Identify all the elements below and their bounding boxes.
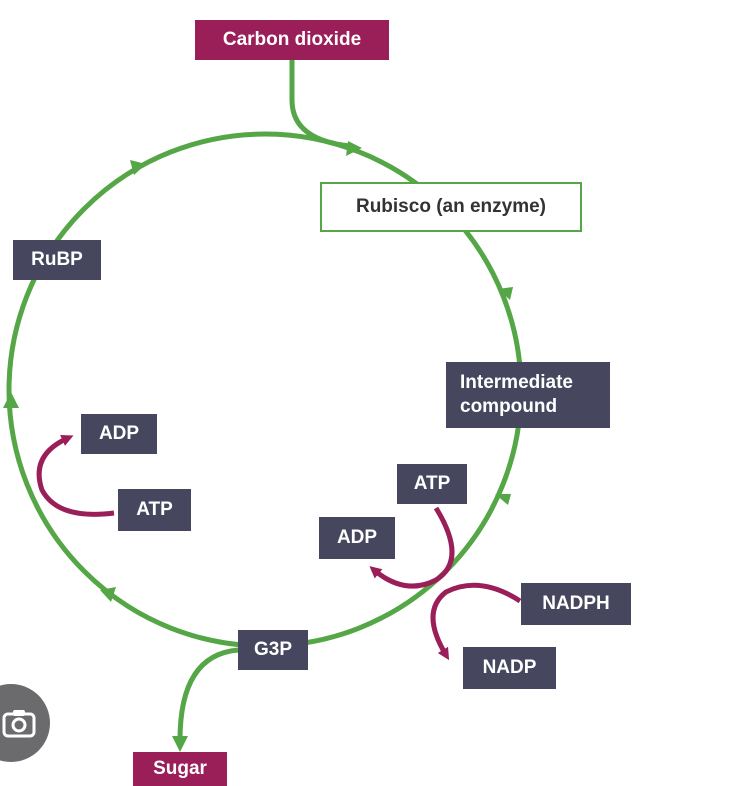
- rubisco-box: Rubisco (an enzyme): [320, 182, 582, 232]
- cycle-arrow-right-lower: [495, 494, 511, 505]
- carbon-dioxide-box: Carbon dioxide: [195, 20, 389, 60]
- intermediate-compound-box: Intermediate compound: [446, 362, 610, 428]
- atp-to-adp-curve-left: [36, 434, 115, 517]
- sugar-box: Sugar: [133, 752, 227, 786]
- intermediate-line-1: Intermediate: [460, 372, 573, 394]
- sugar-output-arrowhead: [172, 736, 188, 752]
- adp-left-box: ADP: [81, 414, 157, 454]
- atp-to-adp-curve-right: [369, 506, 455, 589]
- intermediate-line-2: compound: [460, 396, 558, 417]
- cycle-arrow-right-upper: [498, 287, 513, 300]
- g3p-box: G3P: [238, 630, 308, 670]
- cycle-arrow-left: [3, 392, 19, 408]
- nadph-box: NADPH: [521, 583, 631, 625]
- camera-icon: [2, 710, 36, 738]
- adp-right-box: ADP: [319, 517, 395, 559]
- nadph-to-nadp-curve: [430, 582, 522, 661]
- atp-right-box: ATP: [397, 464, 467, 504]
- rubp-box: RuBP: [13, 240, 101, 280]
- atp-left-box: ATP: [118, 489, 191, 531]
- cycle-arrow-top-left: [130, 160, 146, 175]
- cycle-arrow-bottom-left: [100, 587, 116, 602]
- sugar-output-arrow: [177, 647, 239, 741]
- nadp-box: NADP: [463, 647, 556, 689]
- co2-input-arrow: [289, 60, 351, 149]
